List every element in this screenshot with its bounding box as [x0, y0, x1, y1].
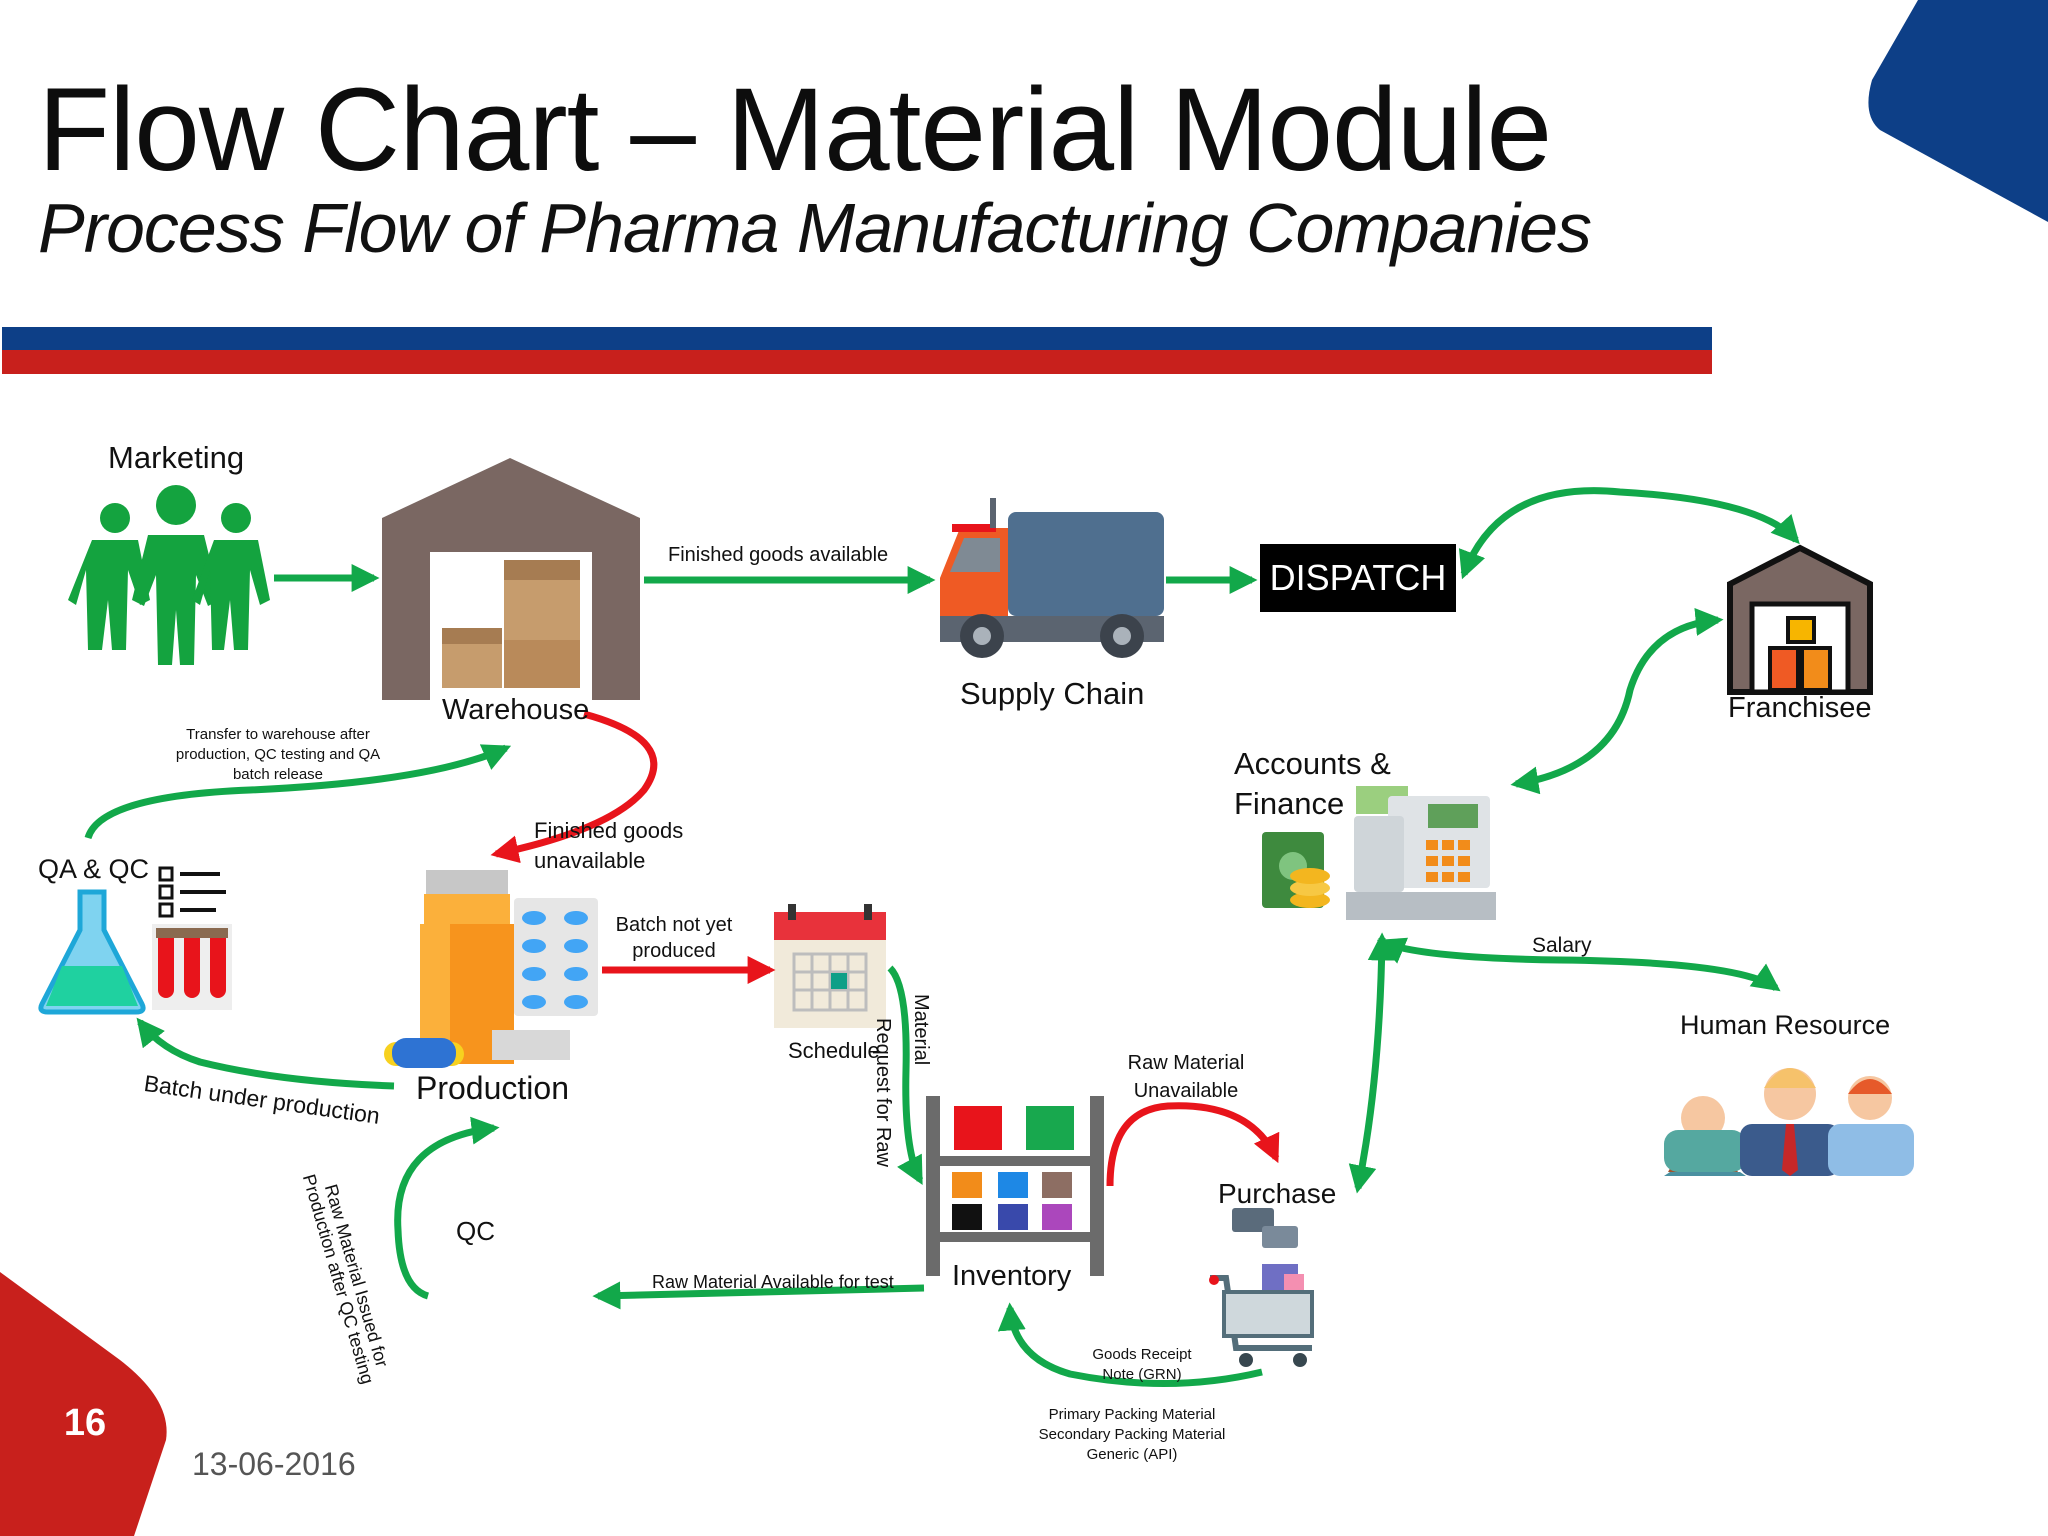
edge-label-grn-line2: Note (GRN) — [1102, 1366, 1182, 1383]
arrow-franchisee-accounts — [1510, 608, 1724, 795]
arrow-dispatch-franchisee — [1458, 487, 1800, 580]
edge-label-materials-line3: Generic (API) — [1086, 1446, 1178, 1463]
header-blue-bar — [2, 327, 1712, 350]
cash-register-icon — [1262, 786, 1496, 920]
edge-label-finished-goods-available: Finished goods available — [668, 544, 889, 566]
edge-label-materials-line1: Primary Packing Material — [1048, 1406, 1216, 1423]
edge-label-request-raw-line2: Material — [910, 994, 932, 1066]
node-label-warehouse: Warehouse — [442, 694, 590, 726]
arrow-inventory-to-qc — [592, 1281, 925, 1310]
node-label-purchase: Purchase — [1218, 1178, 1337, 1209]
arrow-accounts-hr — [1376, 937, 1781, 992]
green-flow-arrows — [84, 487, 1800, 1387]
node-label-human-resource: Human Resource — [1680, 1010, 1891, 1040]
node-label-qc: QC — [456, 1216, 495, 1246]
page-number: 16 — [63, 1402, 107, 1444]
arrow-warehouse-to-production — [490, 710, 658, 864]
edge-label-batch-not-yet-line1: Batch not yet — [615, 914, 733, 936]
arrow-inventory-to-purchase — [1106, 1102, 1280, 1187]
edge-label-batch-not-yet-line2: produced — [632, 940, 716, 962]
edge-label-raw-unavailable-line2: Unavailable — [1133, 1080, 1239, 1102]
edge-label-materials-line2: Secondary Packing Material — [1038, 1426, 1226, 1443]
edge-label-finished-goods-unavailable-line2: unavailable — [534, 848, 646, 873]
edge-label-raw-available-for-test: Raw Material Available for test — [652, 1272, 894, 1292]
node-label-inventory: Inventory — [952, 1260, 1072, 1292]
arrow-qaqc-to-warehouse — [84, 744, 512, 840]
node-label-accounts-line1: Accounts & — [1234, 746, 1391, 781]
calendar-icon — [774, 904, 886, 1028]
edge-label-raw-unavailable-line1: Raw Material — [1127, 1052, 1245, 1074]
arrow-accounts-purchase — [1348, 932, 1396, 1194]
shopping-cart-icon — [1209, 1208, 1314, 1367]
arrow-purchase-to-inventory — [997, 1302, 1263, 1387]
business-team-icon — [68, 485, 270, 665]
slide-date: 13-06-2016 — [192, 1446, 356, 1482]
pill-bottle-blister-icon — [384, 870, 598, 1068]
arrow-schedule-to-inventory — [887, 965, 924, 1185]
corner-red-shape — [0, 1272, 167, 1536]
dispatch-box: DISPATCH — [1260, 544, 1456, 612]
header-red-bar — [2, 350, 1712, 374]
warehouse-icon — [382, 458, 640, 700]
node-label-qa-qc: QA & QC — [38, 854, 150, 884]
edge-label-transfer-line2: production, QC testing and QA — [175, 746, 381, 763]
edge-label-salary: Salary — [1532, 934, 1592, 957]
corner-blue-shape — [1868, 0, 2048, 222]
edge-label-transfer-line1: Transfer to warehouse after — [186, 726, 370, 743]
edge-label-transfer-line3: batch release — [232, 766, 324, 783]
people-icon — [1664, 1068, 1914, 1176]
edge-label-grn-line1: Goods Receipt — [1092, 1346, 1192, 1363]
lab-flask-checklist-icon — [38, 866, 232, 1015]
arrow-qc-to-production — [394, 1116, 500, 1300]
franchise-store-icon — [1727, 544, 1873, 695]
node-label-production: Production — [416, 1070, 569, 1106]
shelf-icon — [926, 1096, 1104, 1276]
node-label-supply-chain: Supply Chain — [960, 676, 1145, 711]
red-flow-arrows — [490, 710, 1280, 1187]
edge-label-finished-goods-unavailable-line1: Finished goods — [534, 818, 684, 843]
node-label-marketing: Marketing — [108, 440, 245, 475]
node-label-franchisee: Franchisee — [1728, 692, 1872, 724]
edge-label-request-raw-line1: Request for Raw — [872, 1018, 894, 1167]
page-title: Flow Chart – Material Module — [38, 64, 1552, 196]
arrow-production-to-qaqc — [136, 1017, 395, 1090]
node-label-accounts-line2: Finance — [1234, 786, 1345, 821]
page-subtitle: Process Flow of Pharma Manufacturing Com… — [38, 189, 1592, 267]
truck-icon — [940, 498, 1164, 658]
node-label-schedule: Schedule — [788, 1038, 880, 1063]
